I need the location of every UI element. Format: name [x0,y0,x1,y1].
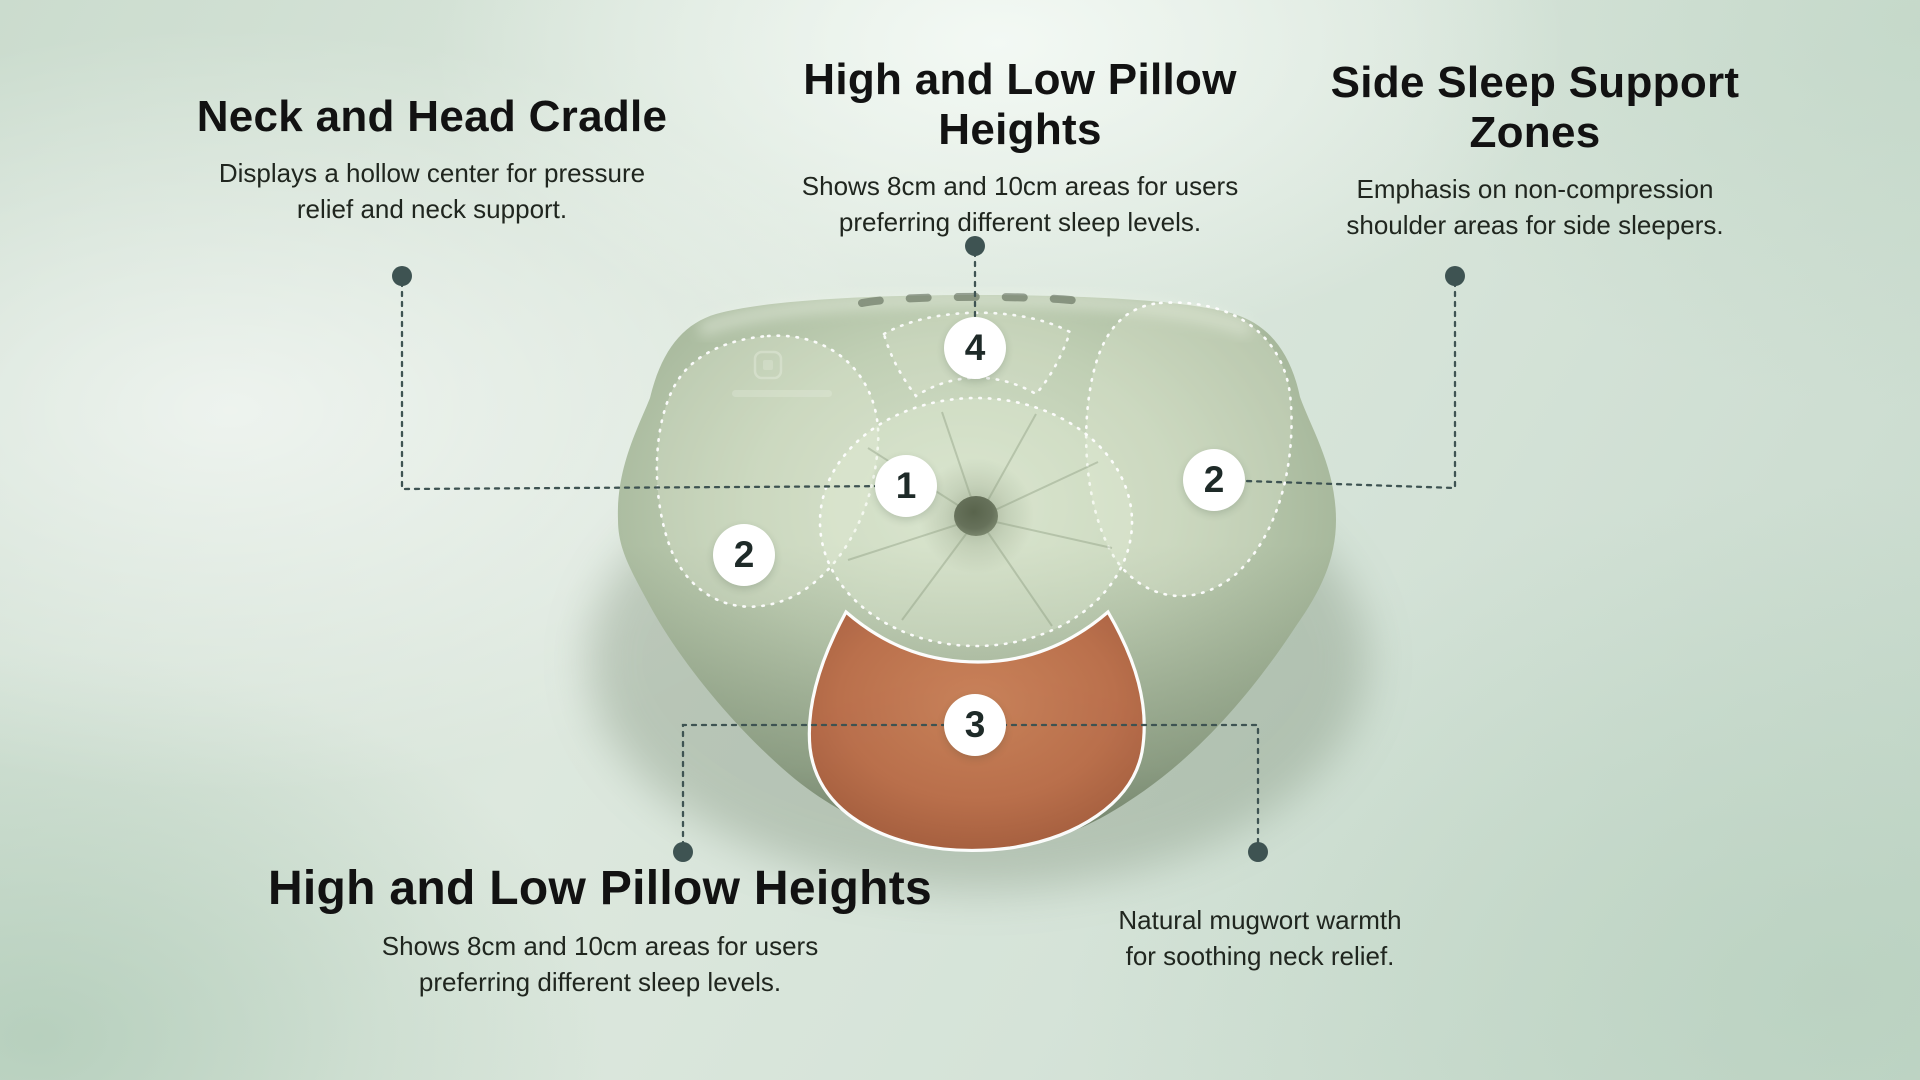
zone-badge-label: 4 [964,327,986,368]
zone-left-shoulder [655,334,880,608]
callout-side-sleep-zones: Side Sleep Support Zones Emphasis on non… [1325,58,1745,244]
callout-body: Natural mugwort warmth for soothing neck… [1118,905,1402,971]
callout-pillow-heights-top: High and Low Pillow Heights Shows 8cm an… [750,55,1290,241]
callout-heading: Neck and Head Cradle [196,92,668,141]
callout-body: Emphasis on non-compression shoulder are… [1346,174,1724,241]
callout-heading: Side Sleep Support Zones [1330,58,1740,158]
callout-heading: High and Low Pillow Heights [267,862,933,915]
callout-body: Displays a hollow center for pressure re… [218,158,646,225]
connector-bottom-left-dot [673,842,693,862]
zone-badge-label: 2 [733,534,755,575]
callout-body: Shows 8cm and 10cm areas for users prefe… [801,171,1239,238]
connector-left-dot [392,266,412,286]
center-hole [954,496,998,536]
zone-right-shoulder [1084,301,1293,598]
zone-badge-left-shoulder: 2 [713,524,775,586]
zone-center-cradle [818,396,1134,648]
callout-mugwort-warmth: Natural mugwort warmth for soothing neck… [1100,903,1420,975]
zone-badge-label: 3 [964,704,986,745]
zone-badge-warm-zone: 3 [944,694,1006,756]
zone-badge-center-cradle: 1 [875,455,937,517]
callout-neck-head-cradle: Neck and Head Cradle Displays a hollow c… [152,92,712,228]
brand-stamp-icon [732,350,832,397]
zone-badge-label: 2 [1203,459,1225,500]
connector-left-line [400,280,904,491]
connector-right-dot [1445,266,1465,286]
connector-bottom-right-dot [1248,842,1268,862]
connector-top-dot [965,236,985,256]
zone-badge-top-height: 4 [944,317,1006,379]
zone-badge-label: 1 [895,465,917,506]
zone-badge-right-shoulder: 2 [1183,449,1245,511]
callout-heading: High and Low Pillow Heights [803,55,1237,155]
callout-pillow-heights-bottom: High and Low Pillow Heights Shows 8cm an… [210,862,990,1000]
callout-body: Shows 8cm and 10cm areas for users prefe… [381,930,819,997]
connector-bottom-line [681,723,1260,848]
